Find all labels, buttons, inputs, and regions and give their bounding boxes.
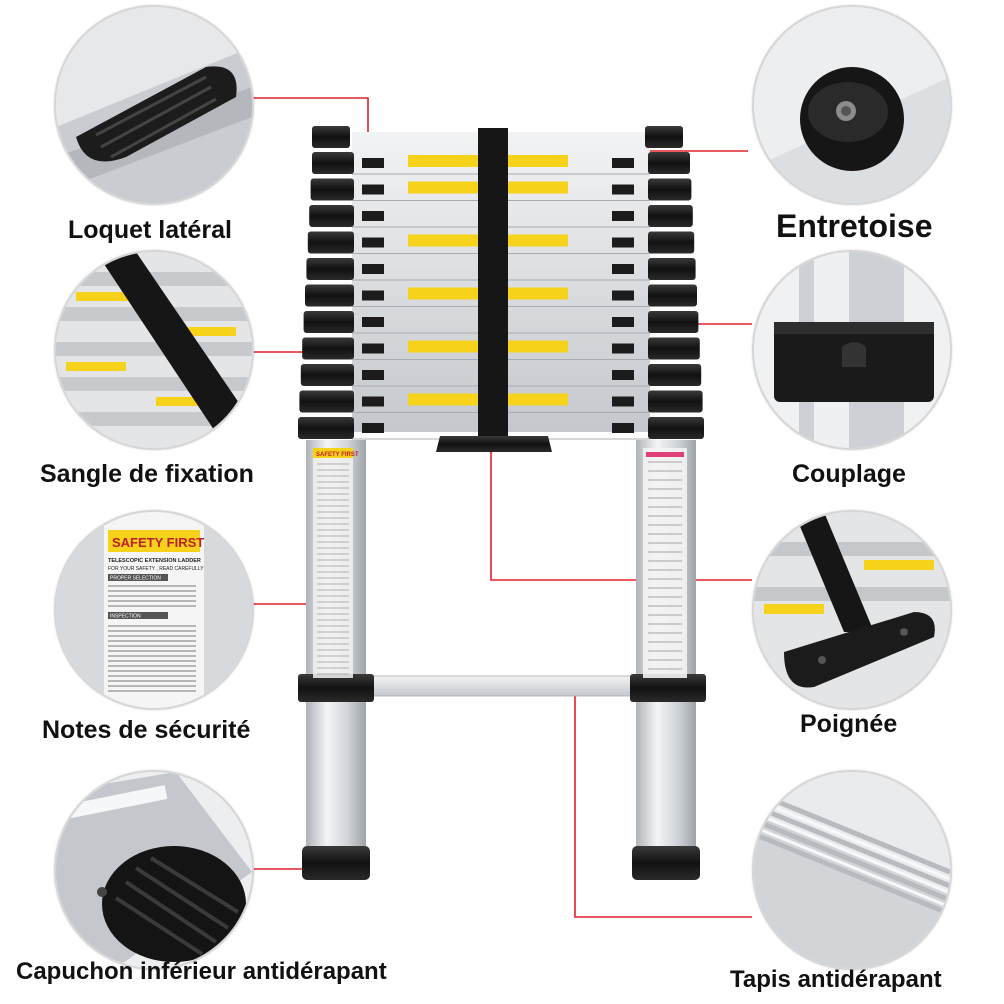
rung-latch-left	[362, 317, 384, 327]
rung-latch-right	[612, 317, 634, 327]
rung-latch-right	[612, 184, 634, 195]
rung-latch-right	[612, 396, 634, 407]
rung-collar-right	[648, 178, 692, 201]
label-fixing-strap: Sangle de fixation	[40, 460, 254, 488]
rung-collar-left	[303, 311, 354, 333]
detail-handle	[752, 510, 952, 710]
detail-spacer	[752, 5, 952, 205]
rung-latch-left	[362, 237, 384, 248]
rung-latch-left	[362, 211, 384, 221]
rung-collar-left	[310, 178, 354, 201]
rung-collar-right	[648, 417, 704, 439]
rung-latch-left	[362, 423, 384, 433]
rung-collar-left	[307, 231, 354, 254]
rung-collar-right	[648, 284, 697, 307]
detail-anti-slip-mat	[752, 770, 952, 970]
label-spacer: Entretoise	[776, 208, 933, 244]
label-handle: Poignée	[800, 710, 898, 738]
label-anti-slip-mat: Tapis antidérapant	[730, 966, 942, 993]
rung-latch-right	[612, 370, 634, 380]
rung-latch-left	[362, 264, 384, 274]
detail-read-carefully-text: FOR YOUR SAFETY , READ CAREFULLY	[108, 566, 204, 572]
rung-collar-left	[305, 284, 354, 307]
detail-inspection-text: INSPECTION	[110, 614, 141, 620]
rung-latch-left	[362, 290, 384, 301]
label-anti-slip-foot-cap: Capuchon inférieur antidérapant	[16, 958, 387, 985]
rung-latch-right	[612, 343, 634, 354]
rung-collar-left	[300, 364, 354, 386]
rung-latch-right	[612, 158, 634, 168]
detail-fixing-strap	[54, 250, 254, 450]
detail-coupling	[752, 250, 952, 450]
detail-lateral-latch	[54, 5, 254, 205]
handle	[436, 436, 552, 452]
rung-collar-left	[312, 152, 354, 174]
rung-latch-right	[612, 423, 634, 433]
leader-anti-slip-mat	[574, 684, 752, 918]
detail-proper-selection-text: PROPER SELECTION	[110, 576, 161, 582]
rung-collar-right	[648, 258, 696, 280]
rung-collar-right	[648, 231, 695, 254]
fixing-strap	[478, 128, 508, 438]
detail-ladder-name-text: TELESCOPIC EXTENSION LADDER	[108, 558, 201, 564]
detail-safety-first-text: SAFETY FIRST	[112, 535, 204, 550]
label-coupling: Couplage	[792, 460, 906, 488]
rung-latch-left	[362, 370, 384, 380]
label-safety-notes: Notes de sécurité	[42, 716, 251, 744]
rung-collar-left	[306, 258, 354, 280]
rung-latch-right	[612, 264, 634, 274]
rung-collar-right	[648, 205, 693, 227]
rung-collar-left	[298, 417, 354, 439]
label-lateral-latch: Loquet latéral	[68, 216, 232, 244]
rung-collar-right	[648, 364, 702, 386]
rung-collar-right	[648, 337, 700, 360]
ladder-safety-first-mini: SAFETY FIRST	[316, 452, 359, 458]
rung-latch-right	[612, 290, 634, 301]
rung-latch-left	[362, 184, 384, 195]
rung-latch-right	[612, 237, 634, 248]
rung-latch-right	[612, 211, 634, 221]
rung-latch-left	[362, 396, 384, 407]
rung-collar-left	[309, 205, 354, 227]
rung-collar-left	[302, 337, 354, 360]
rung-latch-left	[362, 158, 384, 168]
rung-collar-right	[648, 152, 690, 174]
rung-latch-left	[362, 343, 384, 354]
rung-collar-right	[648, 311, 699, 333]
rung-collar-right	[648, 390, 703, 413]
detail-anti-slip-foot-cap	[54, 770, 254, 970]
detail-safety-notes: SAFETY FIRST TELESCOPIC EXTENSION LADDER…	[54, 510, 254, 710]
rung-collar-left	[299, 390, 354, 413]
